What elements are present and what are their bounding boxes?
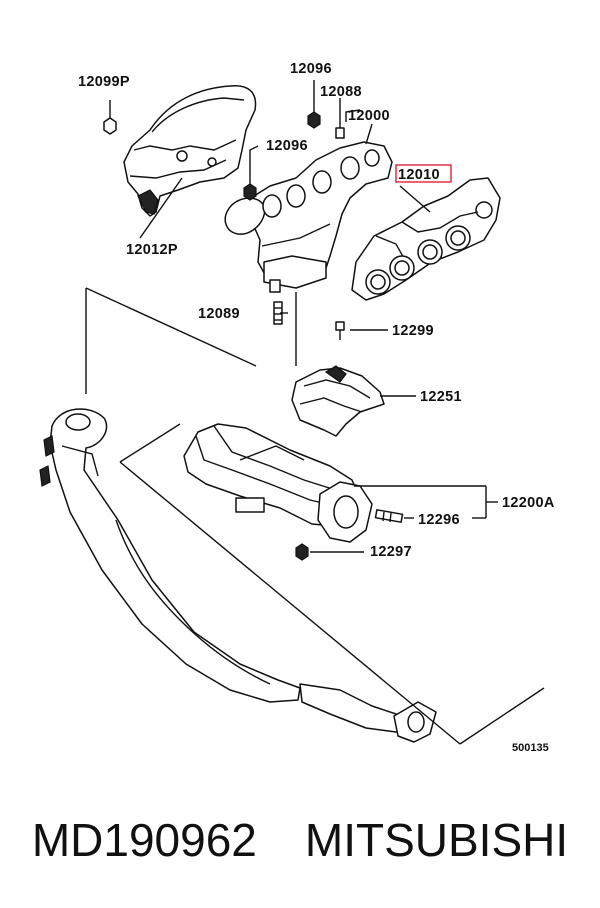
label-12297: 12297 <box>370 544 412 560</box>
nut-12297 <box>295 543 309 561</box>
brand-name: MITSUBISHI <box>304 814 569 866</box>
front-exhaust-pipe <box>39 408 437 743</box>
label-12200a: 12200A <box>502 495 555 511</box>
exploded-parts-diagram: 12099P 12096 12088 12000 12096 12010 120… <box>39 61 555 754</box>
exhaust-manifold-12000 <box>224 141 393 293</box>
heat-shield-12012p <box>123 84 257 217</box>
stud-12296 <box>374 509 404 523</box>
label-12096-top: 12096 <box>290 61 332 77</box>
bolt-12088 <box>335 98 345 139</box>
heat-cover-12251 <box>291 365 385 437</box>
bolt-12299 <box>335 321 345 340</box>
label-12296: 12296 <box>418 512 460 528</box>
label-12012p: 12012P <box>126 242 178 258</box>
catalytic-converter-12200a <box>183 423 373 543</box>
nut-12096-top <box>307 80 321 129</box>
label-12099p: 12099P <box>78 74 130 90</box>
label-12096-left: 12096 <box>266 138 308 154</box>
bolt-12099p <box>103 100 117 135</box>
nut-12096-left <box>243 145 259 201</box>
drawing-code: 500135 <box>512 742 549 754</box>
part-number: MD190962 <box>31 814 257 866</box>
label-12010: 12010 <box>398 167 440 183</box>
label-12000: 12000 <box>348 108 390 124</box>
caption: MD190962 MITSUBISHI <box>0 800 600 880</box>
label-12089: 12089 <box>198 306 240 322</box>
label-12251: 12251 <box>420 389 462 405</box>
highlight-box-12010 <box>395 164 452 183</box>
label-12299: 12299 <box>392 323 434 339</box>
manifold-gasket-12010 <box>351 177 501 301</box>
label-12088: 12088 <box>320 84 362 100</box>
leader-lines <box>85 123 545 745</box>
